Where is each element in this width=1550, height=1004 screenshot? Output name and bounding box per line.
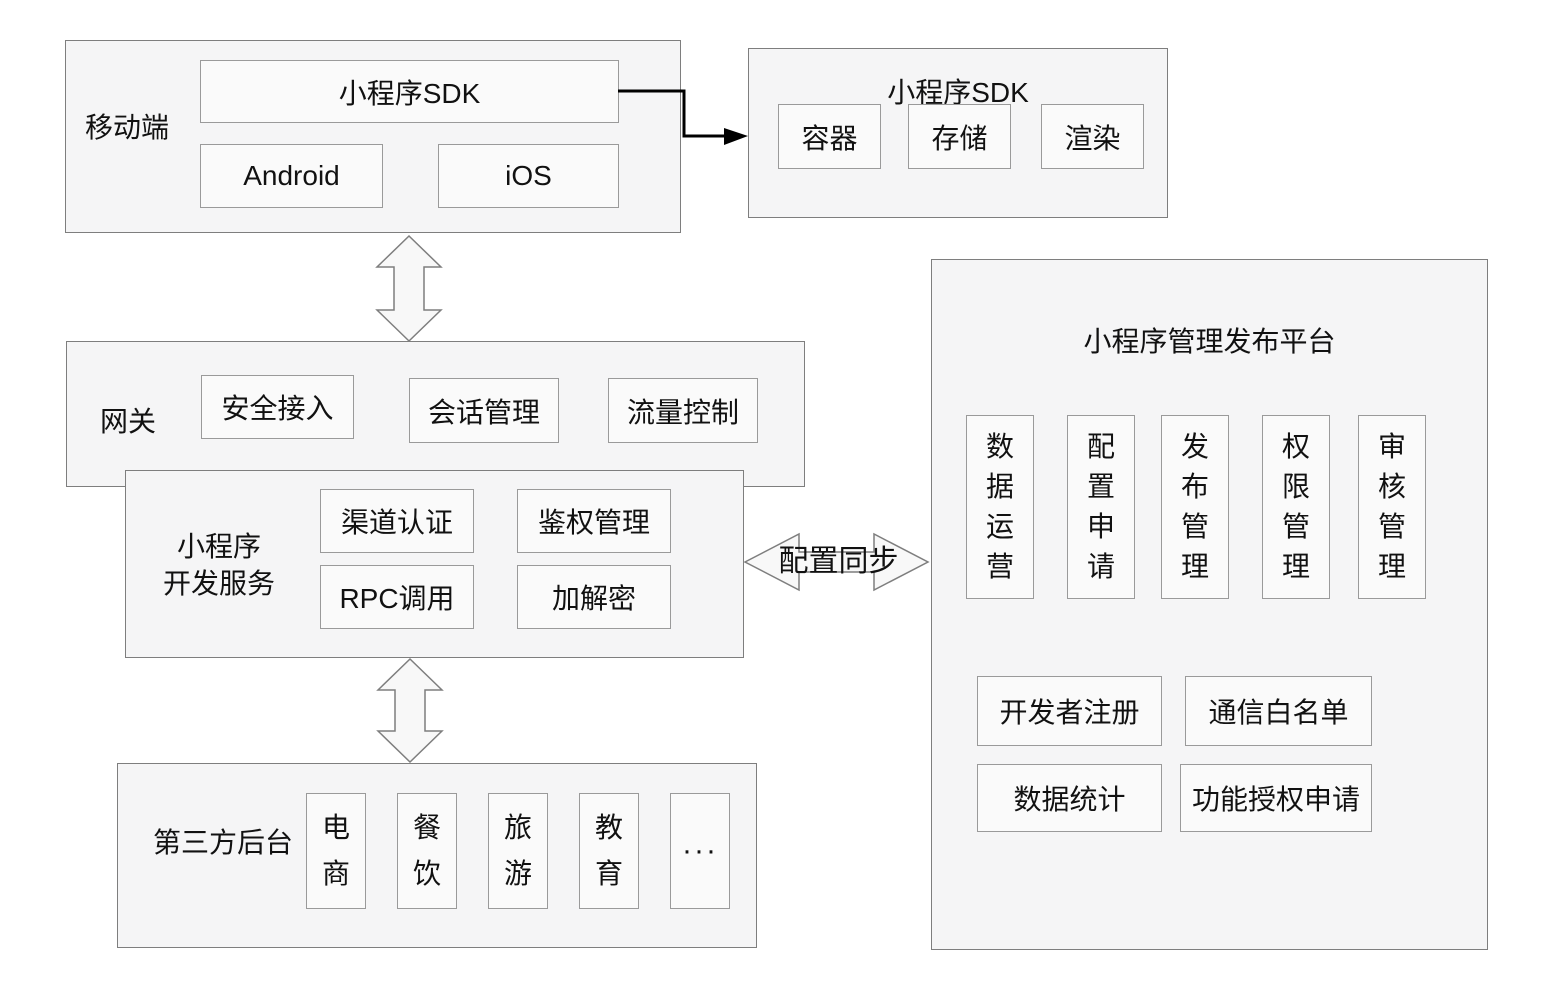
travel-box: 旅游 bbox=[488, 793, 548, 909]
auth-mgmt-box: 鉴权管理 bbox=[517, 489, 671, 553]
catering-label: 餐饮 bbox=[412, 812, 441, 889]
whitelist-box: 通信白名单 bbox=[1185, 676, 1372, 746]
sdk-connector-arrowhead-icon bbox=[724, 128, 748, 145]
rpc-call-box: RPC调用 bbox=[320, 565, 474, 629]
rpc-call-label: RPC调用 bbox=[339, 583, 455, 614]
gateway-label: 网关 bbox=[99, 406, 156, 437]
ecommerce-label: 电商 bbox=[321, 812, 350, 889]
dev-service-label: 小程序 开发服务 bbox=[144, 528, 294, 602]
platform-box: 小程序管理发布平台 数据运营 配置申请 发布管理 权限管理 审核管理 开发者注册… bbox=[931, 259, 1488, 950]
sdk-detail-box: 小程序SDK 容器 存储 渲染 bbox=[748, 48, 1168, 218]
data-stats-box: 数据统计 bbox=[977, 764, 1162, 832]
feature-auth-apply-label: 功能授权申请 bbox=[1191, 784, 1360, 815]
channel-auth-label: 渠道认证 bbox=[340, 507, 453, 538]
devservice-thirdparty-double-arrow-icon bbox=[376, 657, 444, 764]
dev-service-label-line2: 开发服务 bbox=[162, 568, 275, 599]
flow-control-box: 流量控制 bbox=[608, 378, 758, 443]
android-box: Android bbox=[200, 144, 383, 208]
dev-service-label-line1: 小程序 bbox=[176, 531, 261, 562]
education-box: 教育 bbox=[579, 793, 639, 909]
data-stats-label: 数据统计 bbox=[1013, 784, 1126, 815]
sdk-container-label: 容器 bbox=[801, 122, 858, 154]
platform-title: 小程序管理发布平台 bbox=[1083, 326, 1336, 357]
mobile-gateway-double-arrow-icon bbox=[375, 234, 443, 343]
developer-register-box: 开发者注册 bbox=[977, 676, 1162, 746]
session-mgmt-label: 会话管理 bbox=[427, 396, 540, 428]
mobile-label: 移动端 bbox=[84, 112, 169, 143]
sdk-render-label: 渲染 bbox=[1064, 122, 1121, 154]
mobile-box: 移动端 小程序SDK Android iOS bbox=[65, 40, 681, 233]
developer-register-label: 开发者注册 bbox=[999, 697, 1140, 728]
ecommerce-box: 电商 bbox=[306, 793, 366, 909]
sdk-detail-title: 小程序SDK bbox=[887, 77, 1029, 108]
catering-box: 餐饮 bbox=[397, 793, 457, 909]
sdk-storage-label: 存储 bbox=[931, 122, 988, 154]
more-label: ··· bbox=[682, 834, 718, 867]
config-apply-label: 配置申请 bbox=[1086, 431, 1115, 582]
data-operation-label: 数据运营 bbox=[985, 431, 1014, 582]
mobile-sdk-label: 小程序SDK bbox=[338, 77, 481, 109]
travel-label: 旅游 bbox=[503, 812, 532, 889]
third-party-box: 第三方后台 电商 餐饮 旅游 教育 ··· bbox=[117, 763, 757, 948]
crypto-box: 加解密 bbox=[517, 565, 671, 629]
release-mgmt-label: 发布管理 bbox=[1180, 431, 1209, 582]
mobile-sdk-box: 小程序SDK bbox=[200, 60, 619, 123]
education-label: 教育 bbox=[594, 812, 623, 889]
flow-control-label: 流量控制 bbox=[626, 396, 739, 428]
sdk-container-box: 容器 bbox=[778, 104, 881, 169]
release-mgmt-box: 发布管理 bbox=[1161, 415, 1229, 599]
android-label: Android bbox=[243, 160, 340, 191]
config-apply-box: 配置申请 bbox=[1067, 415, 1135, 599]
secure-access-box: 安全接入 bbox=[201, 375, 354, 439]
review-mgmt-label: 审核管理 bbox=[1377, 431, 1406, 582]
ios-box: iOS bbox=[438, 144, 619, 208]
config-sync-label: 配置同步 bbox=[778, 545, 899, 578]
permission-mgmt-box: 权限管理 bbox=[1262, 415, 1330, 599]
review-mgmt-box: 审核管理 bbox=[1358, 415, 1426, 599]
sdk-render-box: 渲染 bbox=[1041, 104, 1144, 169]
permission-mgmt-label: 权限管理 bbox=[1281, 431, 1310, 582]
dev-service-box: 小程序 开发服务 渠道认证 鉴权管理 RPC调用 加解密 bbox=[125, 470, 744, 658]
feature-auth-apply-box: 功能授权申请 bbox=[1180, 764, 1372, 832]
ios-label: iOS bbox=[505, 160, 552, 191]
gateway-box: 网关 安全接入 会话管理 流量控制 bbox=[66, 341, 805, 487]
third-party-label: 第三方后台 bbox=[152, 827, 293, 858]
crypto-label: 加解密 bbox=[551, 583, 636, 614]
auth-mgmt-label: 鉴权管理 bbox=[537, 507, 650, 538]
sdk-storage-box: 存储 bbox=[908, 104, 1011, 169]
data-operation-box: 数据运营 bbox=[966, 415, 1034, 599]
channel-auth-box: 渠道认证 bbox=[320, 489, 474, 553]
secure-access-label: 安全接入 bbox=[221, 393, 334, 424]
session-mgmt-box: 会话管理 bbox=[409, 378, 559, 443]
more-box: ··· bbox=[670, 793, 730, 909]
whitelist-label: 通信白名单 bbox=[1208, 697, 1349, 728]
